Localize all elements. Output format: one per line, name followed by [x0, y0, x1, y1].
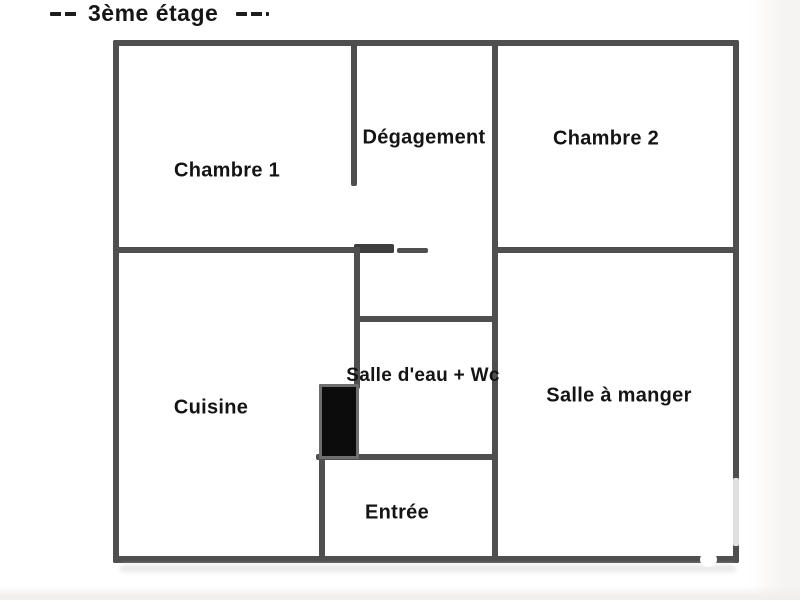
- room-label-entree: Entrée: [364, 501, 430, 524]
- wall-salledeau-bottom: [316, 454, 498, 460]
- wall-outer-left: [113, 40, 119, 563]
- scan-artifact-blob: [700, 552, 717, 567]
- title-dash-right: [236, 12, 269, 16]
- room-label-salle-a-manger: Salle à manger: [546, 384, 692, 407]
- door-leaf-corridor: [354, 244, 394, 253]
- wall-salledeau-top: [354, 316, 498, 322]
- title-dash-left: [50, 12, 79, 16]
- duct-block: [319, 384, 359, 459]
- wall-segment-corridor: [397, 248, 428, 253]
- wall-chambre1-degagement: [351, 40, 357, 186]
- room-label-cuisine: Cuisine: [173, 396, 249, 419]
- wall-vertical-main: [492, 40, 498, 562]
- photo-edge-bottom: [0, 586, 800, 600]
- wall-chambre1-bottom: [113, 247, 394, 253]
- wall-entree-left: [319, 454, 325, 562]
- floor-title: 3ème étage: [88, 0, 219, 26]
- wall-chambre2-bottom: [492, 247, 739, 253]
- photo-edge-right: [748, 0, 800, 600]
- wall-outer-right: [733, 40, 739, 563]
- room-label-degagement: Dégagement: [362, 126, 486, 149]
- wall-outer-top: [113, 40, 739, 46]
- room-label-salle-deau-wc: Salle d'eau + Wc: [346, 365, 500, 386]
- room-label-chambre-2: Chambre 2: [552, 127, 660, 150]
- wall-outer-bottom: [113, 556, 739, 563]
- room-label-chambre-1: Chambre 1: [173, 159, 281, 182]
- plan-shadow: [120, 565, 736, 572]
- window-right-wall: [733, 478, 739, 546]
